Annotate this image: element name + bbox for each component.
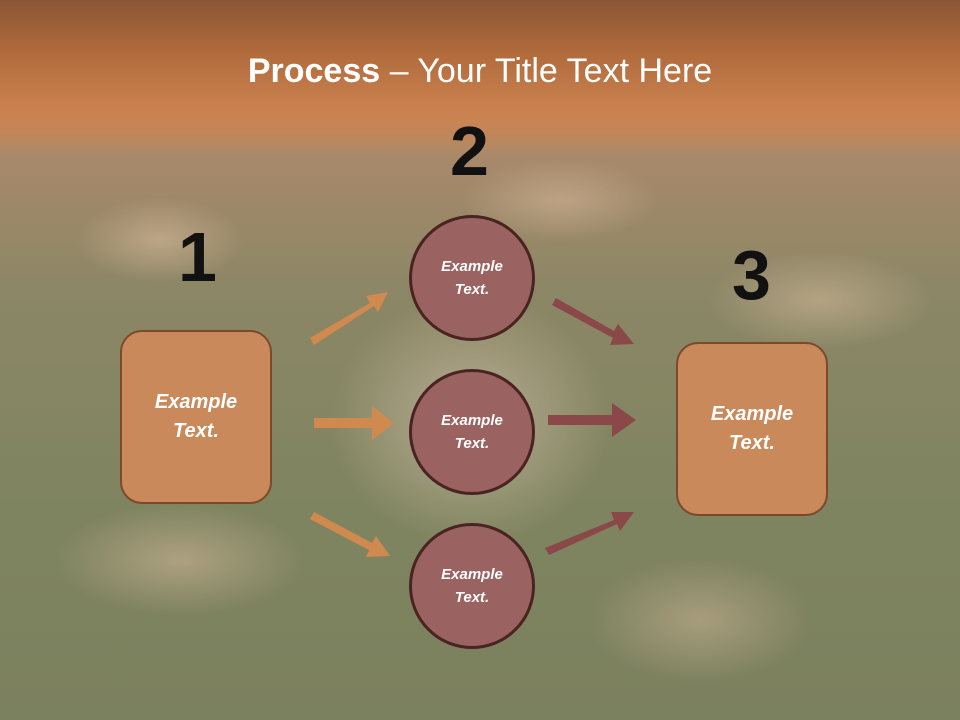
arrow-right-top [552,298,634,345]
step-number-1: 1 [178,218,217,296]
left-box-line1: Example [154,391,238,413]
circle-middle-line2: Text. [454,435,490,452]
title-rest: – Your Title Text Here [380,52,713,90]
title-bold: Process [247,52,381,90]
title-band [0,0,960,150]
arrow-left-bottom [310,512,390,557]
circle-top-line1: Example [441,258,503,275]
step-number-2: 2 [450,112,489,190]
circle-bottom-line2: Text. [454,589,490,606]
arrow-right-middle [548,403,636,437]
slide-title: Process – Your Title Text Here [0,52,960,91]
arrow-left-top [310,292,388,345]
arrow-right-bottom [545,512,634,555]
right-box-line2: Text. [729,432,775,454]
circle-middle-line1: Example [441,412,503,429]
circle-top-line2: Text. [454,281,490,298]
left-box-line2: Text. [173,420,219,442]
circle-bottom-line1: Example [441,566,503,583]
right-box-line1: Example [710,403,794,425]
arrow-left-middle [314,406,394,440]
step-number-3: 3 [732,236,771,314]
